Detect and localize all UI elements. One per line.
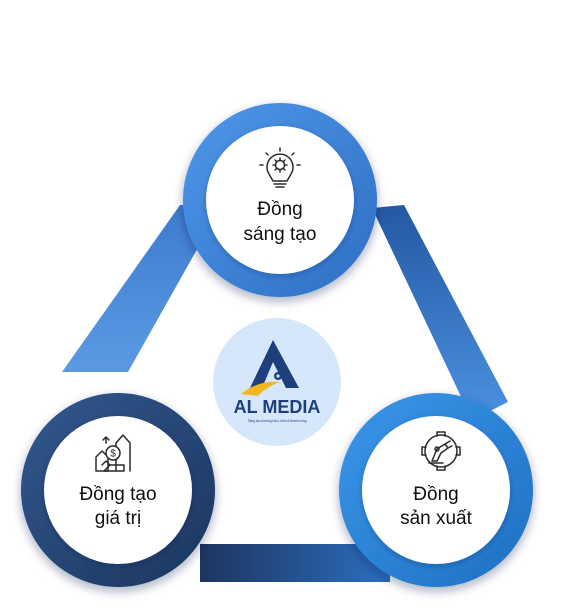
logo-mark	[241, 340, 299, 396]
top-node-disc	[206, 126, 354, 274]
al-media-logo: AL MEDIA Sáng tạo thương hiệu, kết nối t…	[213, 318, 341, 446]
top-node-label-line2: sáng tạo	[244, 224, 317, 245]
triangle-bands	[62, 205, 508, 582]
right-node-label-line1: Đồng	[413, 484, 458, 505]
top-node-label-line1: Đồng	[257, 199, 302, 220]
left-node-label-line1: Đồng tạo	[79, 484, 156, 505]
node-dong-san-xuat: Đồng sản xuất	[339, 393, 533, 587]
logo-tagline: Sáng tạo thương hiệu, kết nối thành công	[248, 419, 307, 423]
money-growth-house-icon: $	[95, 434, 131, 472]
band-left	[62, 205, 222, 372]
logo-name: AL MEDIA	[234, 397, 321, 417]
band-bottom	[200, 544, 390, 582]
lightbulb-gear-icon	[259, 147, 301, 188]
left-node-disc	[44, 416, 192, 564]
node-dong-sang-tao: Đồng sáng tạo	[183, 103, 377, 297]
right-node-disc	[362, 416, 510, 564]
node-dong-tao-gia-tri: $ Đồng tạo giá trị	[21, 393, 215, 587]
left-node-label-line2: giá trị	[95, 508, 141, 529]
band-right	[372, 205, 508, 420]
right-node-label-line2: sản xuất	[400, 508, 473, 529]
svg-text:$: $	[110, 449, 116, 460]
robot-arm-gear-icon	[421, 431, 461, 471]
